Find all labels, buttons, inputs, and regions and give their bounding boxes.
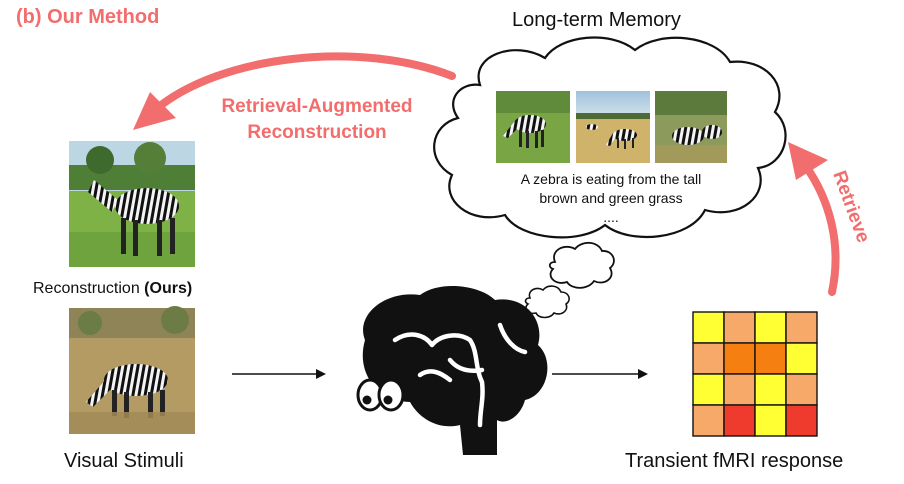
brain-icon (356, 285, 548, 455)
brain-to-fmri-arrow (552, 369, 648, 379)
stimulus-to-brain-arrow (232, 369, 326, 379)
augmented-reconstruction-label: Retrieval-Augmented Reconstruction (182, 94, 452, 146)
fmri-cell-r1-c0 (692, 342, 725, 375)
memory-caption-line1: A zebra is eating from the tall (520, 171, 702, 187)
fmri-cell-r3-c3 (785, 404, 818, 437)
fmri-cell-r0-c3 (785, 311, 818, 344)
augmented-label-line2: Reconstruction (247, 122, 387, 143)
fmri-cell-r3-c2 (754, 404, 787, 437)
thought-bubble-small (524, 285, 570, 319)
fmri-cell-r2-c2 (754, 373, 787, 406)
fmri-response-label: Transient fMRI response (625, 450, 844, 472)
figure-title: (b) Our Method (16, 6, 160, 28)
fmri-cell-r2-c0 (692, 373, 725, 406)
memory-title: Long-term Memory (512, 9, 681, 31)
augmented-label-line1: Retrieval-Augmented (221, 96, 413, 117)
reconstruction-label-text: Reconstruction (33, 280, 145, 297)
fmri-cell-r0-c1 (723, 311, 756, 344)
fmri-cell-r1-c3 (785, 342, 818, 375)
reconstruction-label-ours: (Ours) (144, 280, 193, 297)
fmri-cell-r3-c1 (723, 404, 756, 437)
memory-caption-line3: .... (603, 209, 619, 225)
fmri-cell-r2-c1 (723, 373, 756, 406)
fmri-cell-r1-c2 (754, 342, 787, 375)
thought-bubble-large (548, 241, 615, 289)
memory-image-3 (655, 91, 727, 163)
reconstruction-image (69, 141, 195, 267)
augmented-arrow (133, 52, 456, 130)
fmri-cell-r2-c3 (785, 373, 818, 406)
memory-caption-line2: brown and green grass (539, 190, 683, 206)
visual-stimulus-image (69, 306, 195, 434)
retrieve-arrow (788, 142, 840, 296)
fmri-cell-r0-c0 (692, 311, 725, 344)
visual-stimuli-label: Visual Stimuli (64, 450, 184, 472)
memory-caption: A zebra is eating from the tall brown an… (480, 170, 742, 227)
fmri-cell-r0-c2 (754, 311, 787, 344)
reconstruction-label: Reconstruction (Ours) (33, 280, 192, 298)
fmri-cell-r1-c1 (723, 342, 756, 375)
fmri-grid (692, 311, 818, 437)
memory-image-1 (496, 91, 570, 163)
memory-image-2 (576, 91, 650, 163)
fmri-cell-r3-c0 (692, 404, 725, 437)
